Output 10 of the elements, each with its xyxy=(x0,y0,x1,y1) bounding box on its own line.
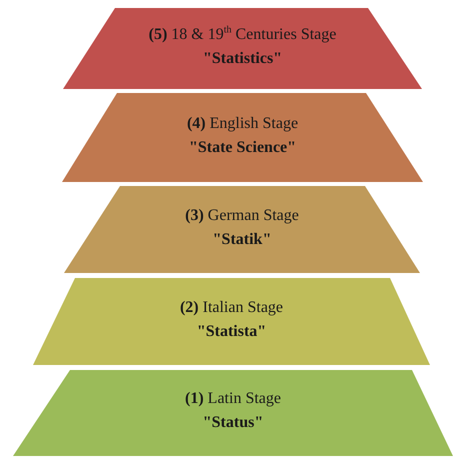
stage-title: (1) Latin Stage xyxy=(184,389,282,409)
stage-title: (5) 18 & 19$^{th}$ Centuries Stage xyxy=(148,24,338,44)
stage-term: "Statista" xyxy=(196,322,268,342)
stage-term: "State Science" xyxy=(188,138,298,158)
stage-term: "Status" xyxy=(202,413,264,433)
stage-term: "Statistics" xyxy=(202,48,284,68)
stage-title: (2) Italian Stage xyxy=(178,298,284,318)
stage-title: (3) German Stage xyxy=(184,206,300,226)
stage-title: (4) English Stage xyxy=(186,114,300,134)
stage-term: "Statik" xyxy=(212,230,272,250)
